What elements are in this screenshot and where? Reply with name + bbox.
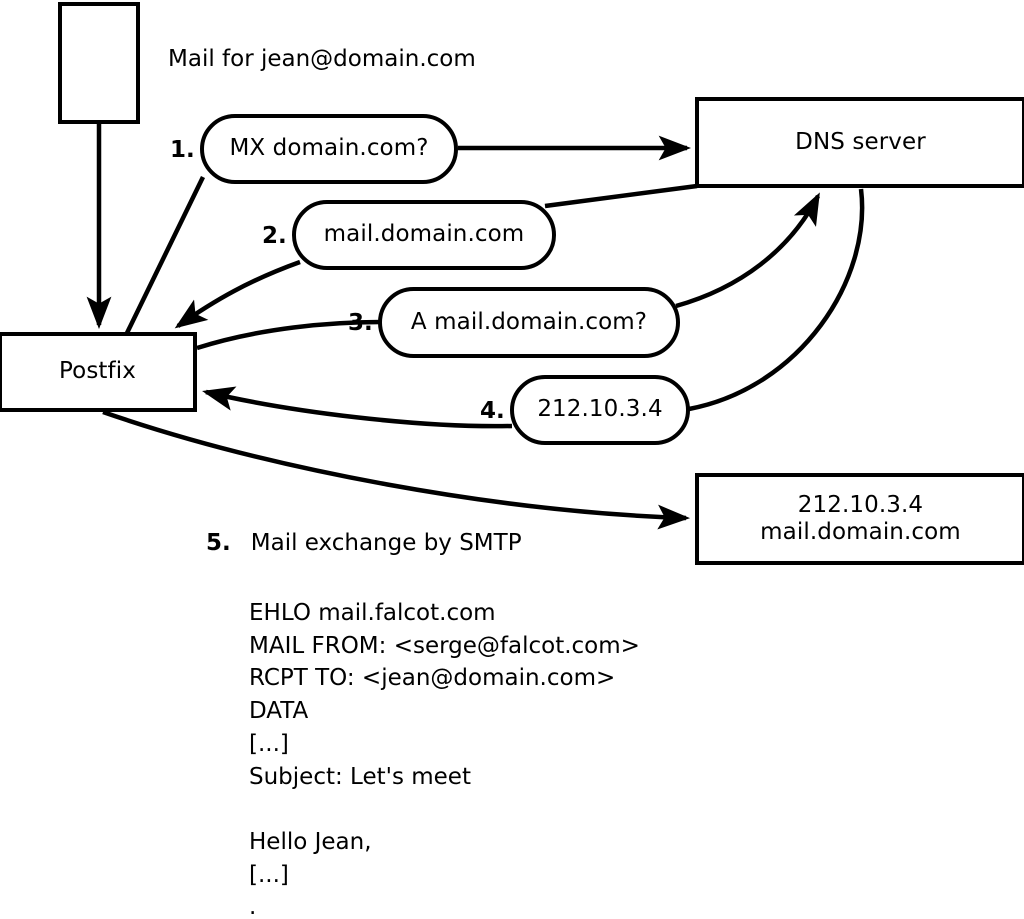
postfix-box-label: Postfix [59, 358, 136, 385]
edge-postfix-to-step3 [196, 319, 382, 351]
step-4-label: 212.10.3.4 [537, 396, 663, 423]
step-5-row: 5. Mail exchange by SMTP [206, 530, 522, 556]
postfix-box[interactable]: Postfix [0, 332, 197, 412]
smtp-transcript: EHLO mail.falcot.com MAIL FROM: <serge@f… [249, 600, 640, 919]
step-2-bubble[interactable]: mail.domain.com [292, 200, 556, 270]
step-4-bubble[interactable]: 212.10.3.4 [510, 375, 690, 445]
sender-box[interactable] [58, 2, 140, 124]
edge-step2-to-postfix [174, 259, 301, 329]
step-1-bubble[interactable]: MX domain.com? [200, 114, 458, 184]
step-3-number: 3. [348, 310, 373, 336]
step-4-number: 4. [480, 398, 505, 424]
dns-server-box-label: DNS server [795, 128, 926, 155]
step-3-label: A mail.domain.com? [410, 308, 648, 335]
edge-postfix-to-mailserver [102, 409, 691, 530]
step-5-number: 5. [206, 530, 231, 556]
edge-step4-to-postfix [202, 386, 513, 429]
step-2-label: mail.domain.com [323, 221, 525, 248]
step-2-number: 2. [262, 223, 287, 249]
mail-for-caption: Mail for jean@domain.com [168, 46, 476, 72]
step-1-number: 1. [170, 137, 195, 163]
edge-dns-to-step4 [688, 188, 865, 412]
edge-dns-to-step2 [544, 183, 698, 209]
edge-postfix-to-step1 [124, 176, 206, 334]
edge-step3-to-dns [675, 192, 820, 309]
remote-mail-server-box[interactable]: 212.10.3.4 mail.domain.com [695, 473, 1024, 565]
dns-server-box[interactable]: DNS server [695, 97, 1024, 188]
step-5-label: Mail exchange by SMTP [250, 530, 522, 556]
step-3-bubble[interactable]: A mail.domain.com? [378, 287, 680, 358]
step-1-label: MX domain.com? [229, 135, 429, 162]
remote-mail-server-box-label: 212.10.3.4 mail.domain.com [760, 491, 961, 545]
